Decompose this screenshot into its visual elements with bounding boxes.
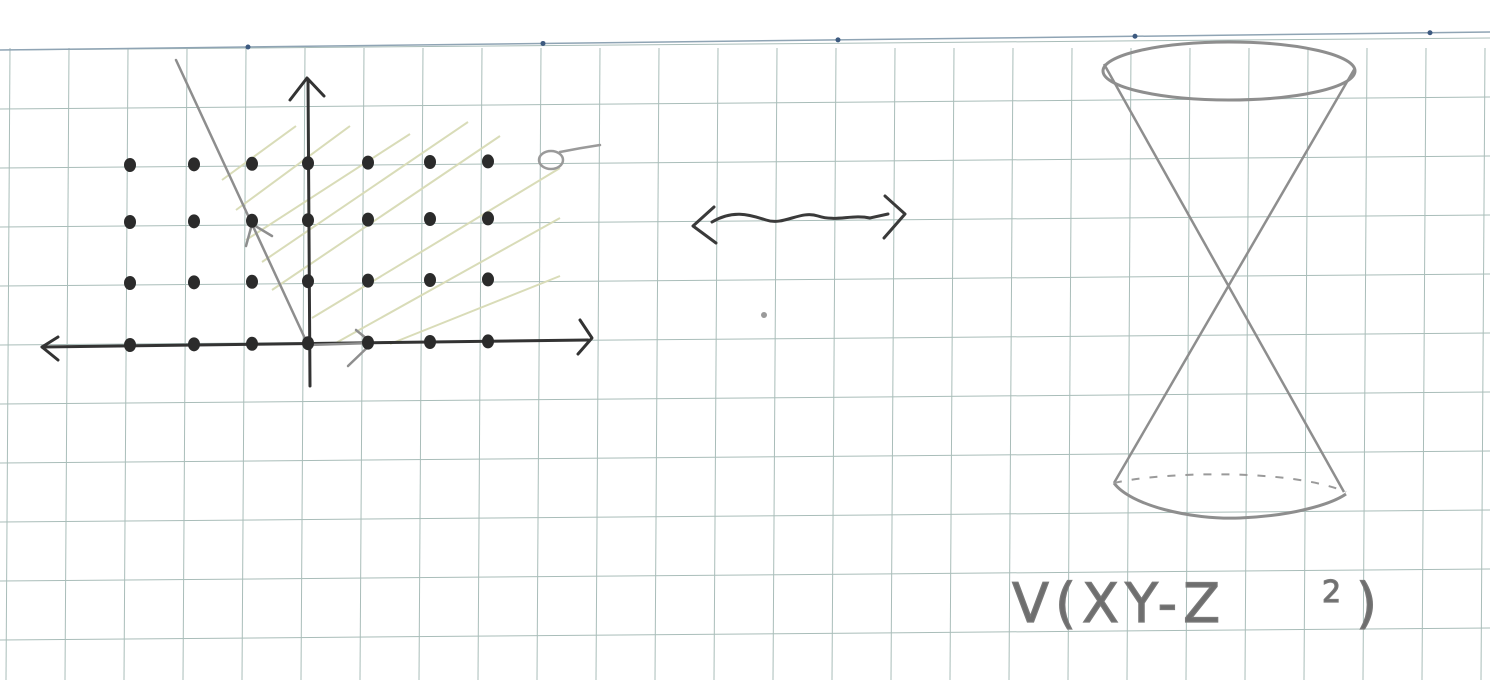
- lattice-point: [246, 274, 258, 289]
- grid-line-vertical: [536, 47, 542, 680]
- margin-dot: [1427, 30, 1433, 36]
- wavy-double-arrow-icon: [691, 194, 907, 318]
- grid-line-vertical: [123, 47, 129, 680]
- grid-line-vertical: [359, 47, 365, 680]
- generator-vector-e1: [307, 341, 373, 347]
- lattice-point: [302, 336, 314, 351]
- margin-dot: [540, 40, 546, 46]
- lattice-point: [424, 155, 436, 169]
- grid-line-vertical: [1303, 47, 1309, 680]
- lattice-point: [246, 213, 258, 228]
- hatch-line: [235, 125, 351, 211]
- lattice-point: [246, 336, 258, 351]
- lattice-point: [482, 154, 494, 169]
- lattice-point: [424, 335, 436, 349]
- lattice-point: [362, 273, 374, 288]
- lattice-point: [362, 155, 374, 170]
- grid-line-vertical: [1362, 47, 1368, 680]
- hatch-line: [221, 125, 297, 181]
- cone-hatching: [221, 121, 561, 345]
- lattice-point: [188, 157, 200, 172]
- grid-line-horizontal: [0, 273, 1490, 287]
- lattice-point: [424, 273, 436, 287]
- grid-line-vertical: [595, 47, 601, 680]
- cone-variety-label: V(XY-Z 2 ): [1011, 571, 1383, 635]
- hatch-line: [261, 121, 469, 263]
- margin-dot: [835, 37, 841, 43]
- lattice-point: [188, 337, 200, 352]
- lattice-point: [302, 213, 314, 228]
- y-axis: [306, 78, 312, 388]
- grid-line-vertical: [1067, 47, 1073, 680]
- lattice-cone-diagram: [40, 58, 602, 388]
- grid-line-horizontal: [0, 391, 1490, 405]
- grid-line-horizontal: [0, 450, 1490, 464]
- x-axis-right-arrowhead: [576, 318, 594, 356]
- variety-label-main: V(XY-Z: [1012, 572, 1226, 635]
- grid-line-vertical: [1126, 47, 1132, 680]
- margin-dot: [245, 44, 251, 50]
- lattice-point: [482, 211, 494, 226]
- variety-label-exponent: 2: [1322, 575, 1347, 610]
- grid-line-vertical: [1421, 47, 1427, 680]
- lattice-point: [362, 335, 374, 350]
- hatch-line: [389, 275, 561, 345]
- grid-line-horizontal: [0, 509, 1490, 523]
- grid-line-vertical: [300, 47, 306, 680]
- grid-line-vertical: [713, 47, 719, 680]
- variety-label-close-paren: ): [1356, 572, 1383, 635]
- grid-line-vertical: [1244, 47, 1250, 680]
- grid-line-vertical: [241, 47, 247, 680]
- lattice-point: [124, 215, 136, 229]
- grid-line-vertical: [831, 47, 837, 680]
- lattice-point: [188, 214, 200, 229]
- lattice-point: [124, 338, 136, 352]
- hatch-line: [245, 133, 411, 241]
- lattice-point: [188, 275, 200, 290]
- lattice-points: [124, 154, 494, 352]
- lattice-point: [246, 156, 258, 171]
- grid-line-vertical: [654, 47, 660, 680]
- grid-line-vertical: [772, 47, 778, 680]
- x-axis-left-arrowhead: [40, 335, 60, 362]
- lattice-point: [124, 158, 136, 172]
- double-cone-icon: [1101, 40, 1357, 520]
- paper-grid: [0, 30, 1490, 680]
- margin-dot: [1132, 33, 1138, 39]
- grid-line-vertical: [1008, 47, 1014, 680]
- y-axis-arrowhead: [288, 76, 326, 102]
- sigma-symbol: [537, 143, 602, 171]
- lattice-point: [124, 276, 136, 290]
- grid-line-vertical: [477, 47, 483, 680]
- grid-line-vertical: [1480, 47, 1486, 680]
- grid-line-vertical: [64, 47, 70, 680]
- grid-line-vertical: [418, 47, 424, 680]
- top-margin-line: [0, 31, 1490, 51]
- grid-line-vertical: [1185, 47, 1191, 680]
- lattice-point: [482, 272, 494, 287]
- grid-line-vertical: [949, 47, 955, 680]
- lattice-point: [302, 274, 314, 289]
- grid-line-vertical: [182, 47, 188, 680]
- grid-line-vertical: [5, 47, 11, 680]
- grid-line-horizontal: [0, 627, 1490, 641]
- lattice-point: [362, 212, 374, 227]
- lattice-point: [302, 156, 314, 171]
- hatch-line: [333, 217, 561, 345]
- hatch-line: [311, 167, 561, 319]
- cone-boundary-ray: [174, 58, 310, 347]
- grid-line-vertical: [890, 47, 896, 680]
- grid-line-horizontal: [0, 568, 1490, 582]
- lattice-point: [482, 334, 494, 349]
- lattice-point: [424, 212, 436, 226]
